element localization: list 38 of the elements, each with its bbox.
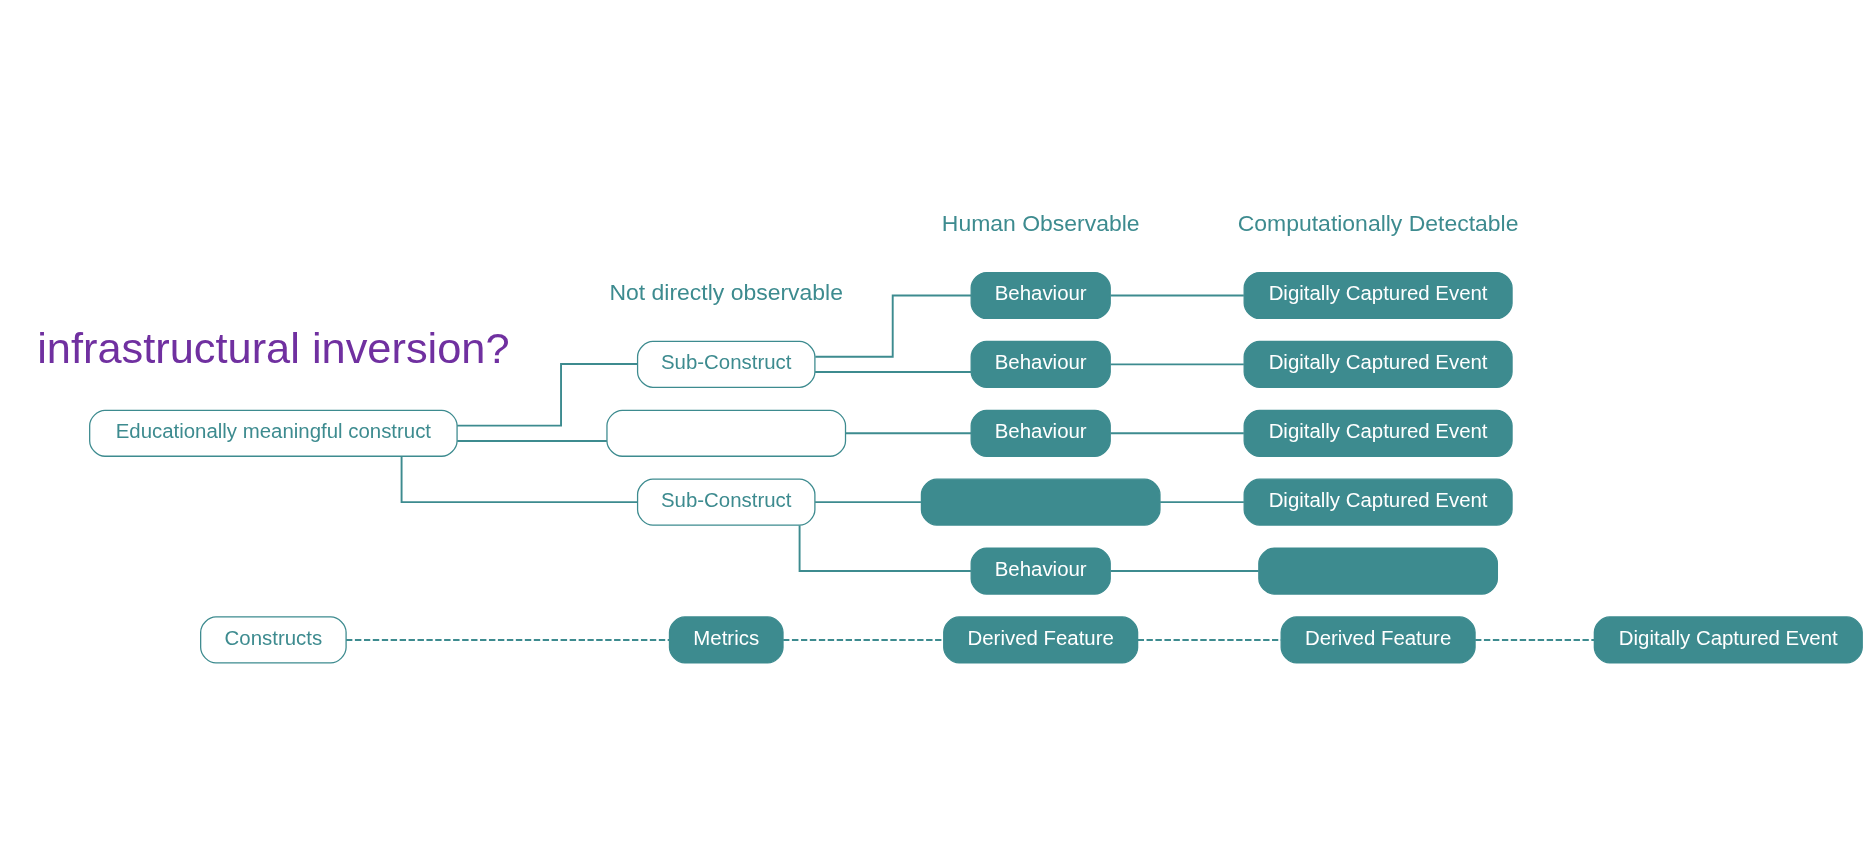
connector <box>814 371 972 373</box>
connector <box>1109 363 1245 366</box>
node-box <box>1258 547 1499 595</box>
node-box: Digitally Captured Event <box>1243 478 1513 526</box>
node-box: Educationally meaningful construct <box>89 409 458 457</box>
connector <box>1159 501 1245 504</box>
connector <box>844 432 973 435</box>
label: Computationally Detectable <box>1237 209 1519 236</box>
connector <box>345 639 671 641</box>
node-box: Behaviour <box>970 271 1111 320</box>
node-box: Behaviour <box>970 409 1111 457</box>
node-box: Derived Feature <box>943 616 1139 664</box>
node-box <box>920 478 1161 526</box>
connector <box>1474 639 1596 641</box>
connector <box>798 524 972 572</box>
connector <box>814 294 972 358</box>
node-box: Sub-Construct <box>636 340 816 388</box>
node-box: Constructs <box>200 616 347 664</box>
connector <box>1109 294 1245 297</box>
node-box <box>606 409 847 457</box>
node-box: Digitally Captured Event <box>1243 340 1513 388</box>
node-box: Behaviour <box>970 547 1111 595</box>
node-box: Digitally Captured Event <box>1243 271 1513 320</box>
label: infrastructural inversion? <box>37 323 510 372</box>
connector <box>814 501 922 504</box>
node-box: Behaviour <box>970 340 1111 388</box>
label: Human Observable <box>941 209 1140 236</box>
node-box: Digitally Captured Event <box>1243 409 1513 457</box>
node-box: Metrics <box>668 616 784 664</box>
connector <box>456 439 608 442</box>
node-box: Digitally Captured Event <box>1593 616 1863 664</box>
label: Not directly observable <box>609 278 843 305</box>
node-box: Sub-Construct <box>636 478 816 526</box>
connector <box>456 363 639 427</box>
connector <box>400 455 639 504</box>
connector <box>1109 432 1245 435</box>
connector <box>1109 570 1260 572</box>
node-box: Derived Feature <box>1280 616 1476 664</box>
